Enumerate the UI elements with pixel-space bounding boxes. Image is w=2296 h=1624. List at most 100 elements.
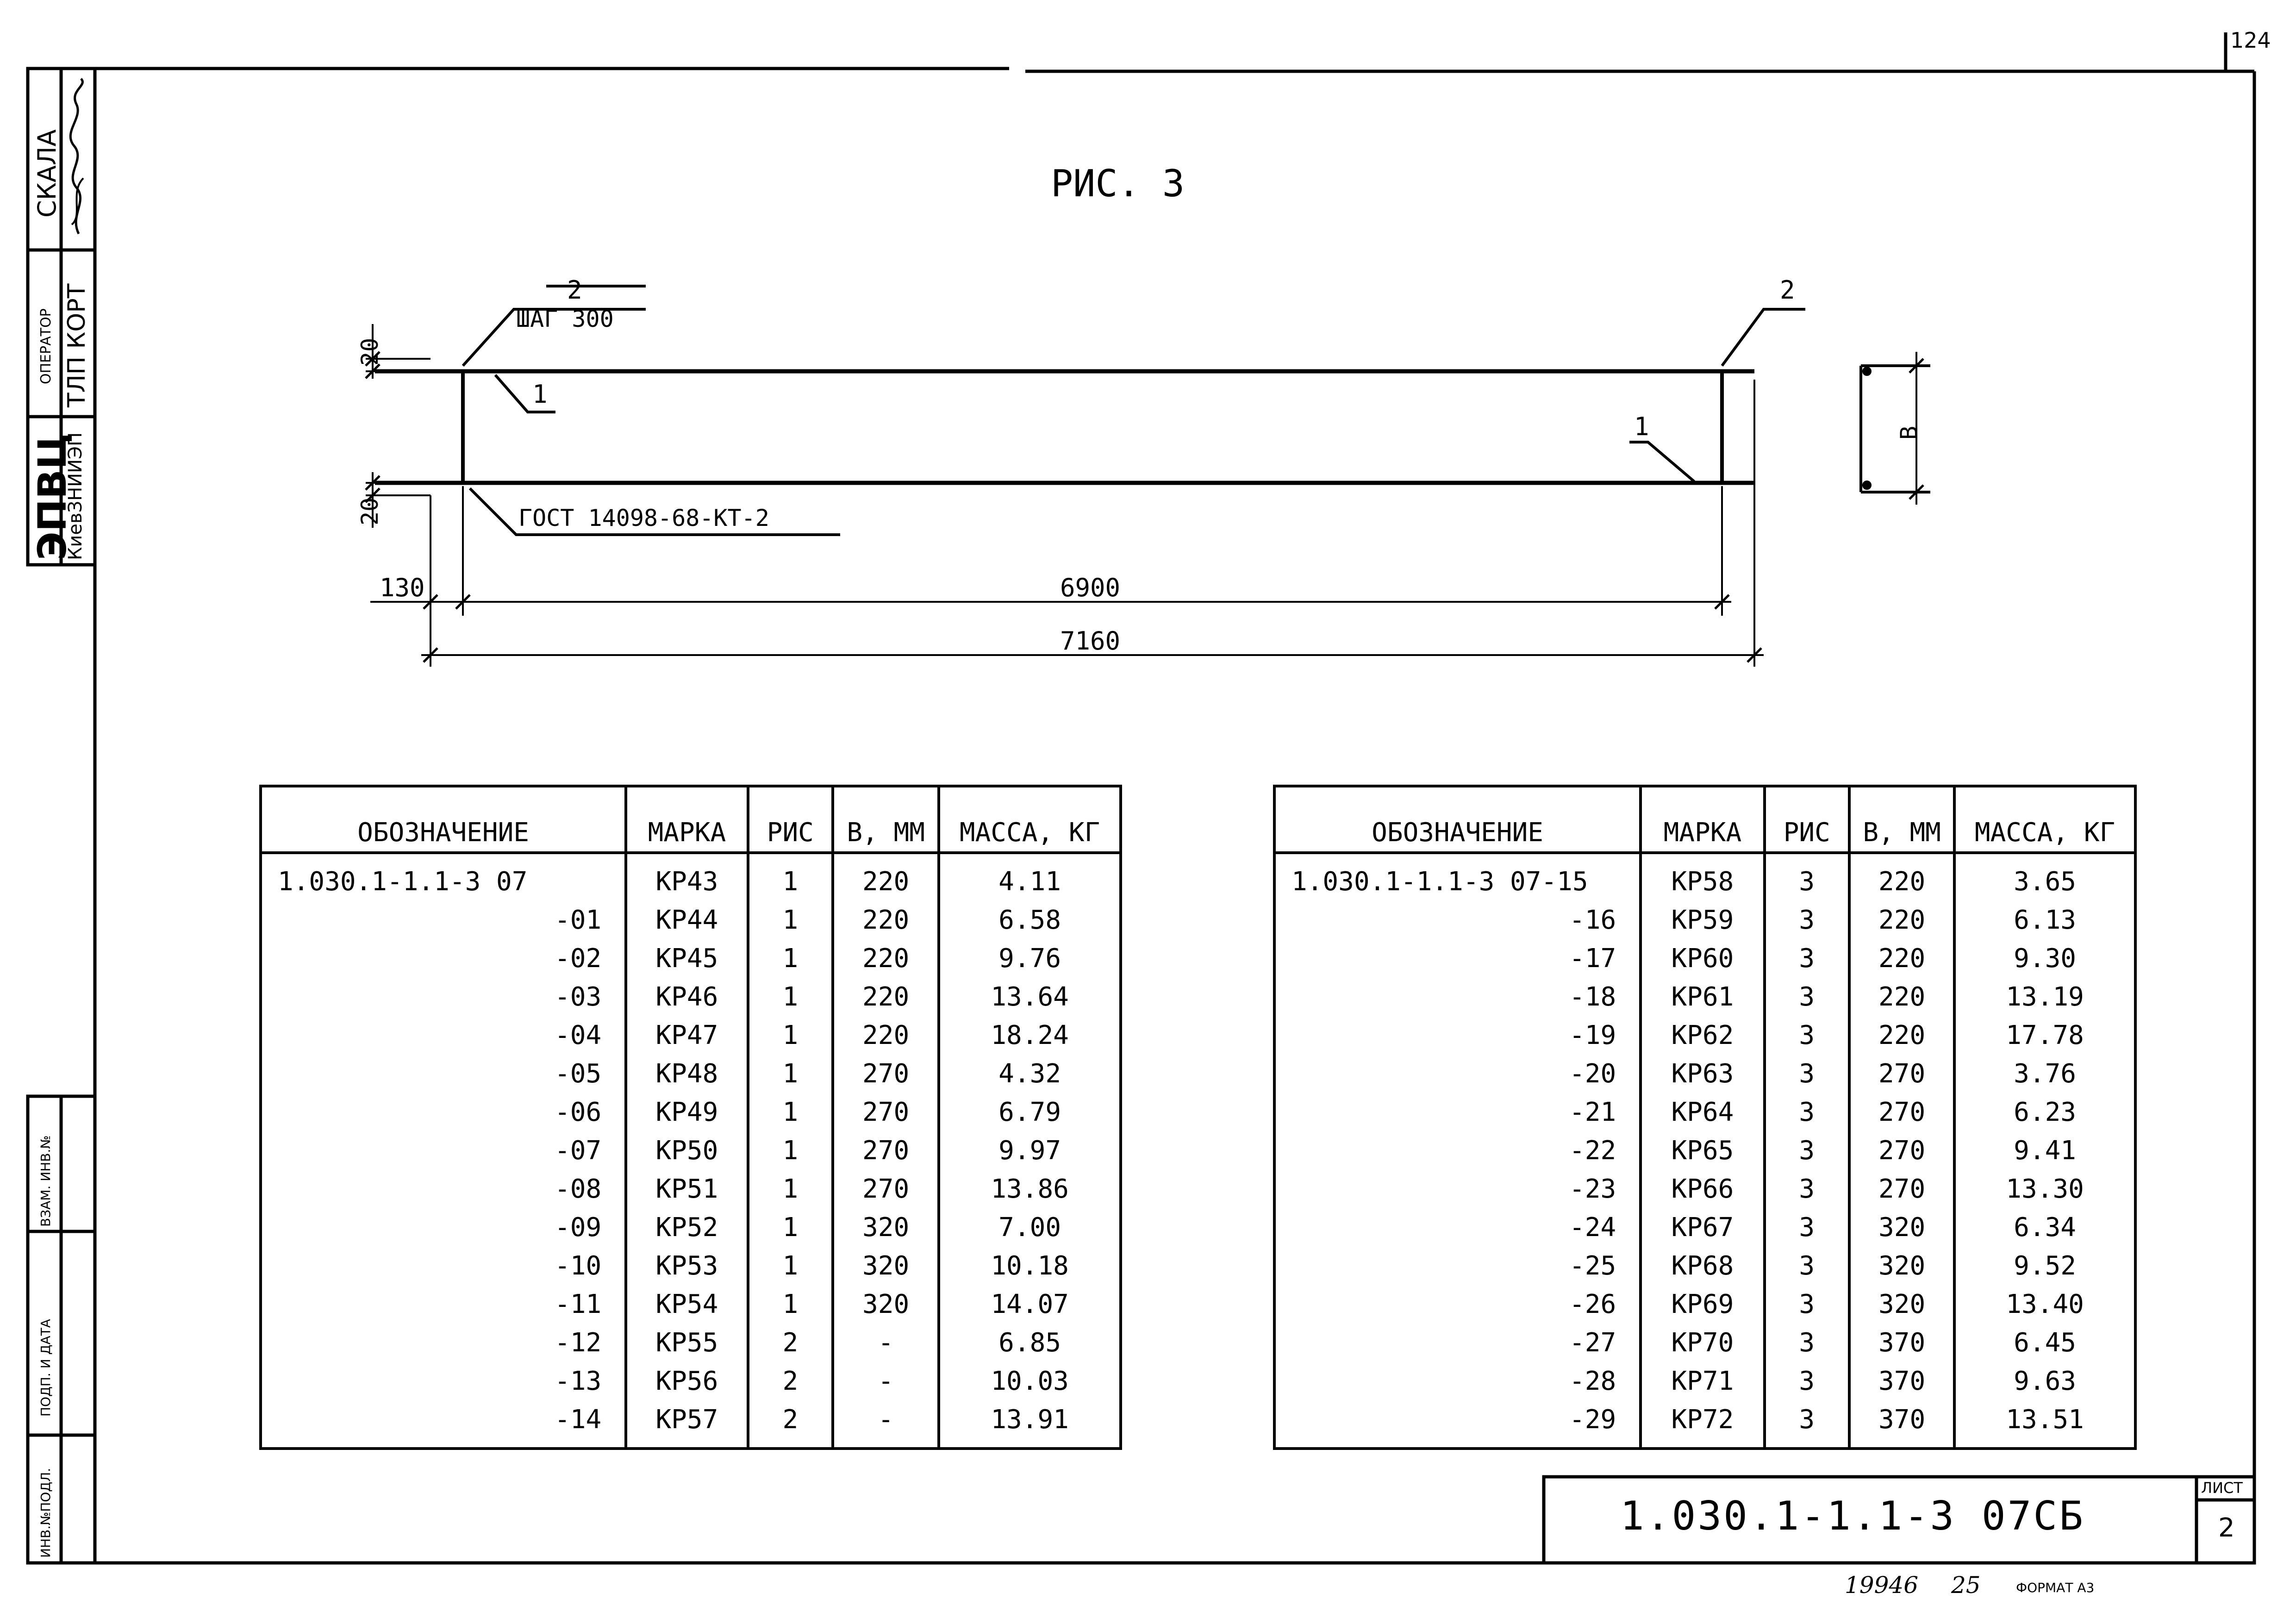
cell-designation: -21 [1273,1093,1642,1131]
cell-designation: -14 [259,1400,628,1449]
cell-width: 270 [831,1055,941,1093]
cell-figure: 1 [746,939,835,978]
cell-figure: 3 [1763,1170,1851,1208]
col-header-figure: РИС [1763,785,1851,854]
cell-mass: 3.76 [1953,1055,2137,1093]
cell-mark: КР68 [1639,1247,1766,1285]
step-label: ШАГ 300 [516,306,614,332]
cell-width: 270 [831,1170,941,1208]
cell-mass: 13.40 [1953,1285,2137,1324]
cell-designation: 1.030.1-1.1-3 07 [259,853,628,901]
cell-mass: 13.86 [937,1170,1122,1208]
cell-figure: 1 [746,1131,835,1170]
cell-figure: 2 [746,1324,835,1362]
cell-figure: 3 [1763,901,1851,939]
cell-figure: 3 [1763,1324,1851,1362]
cell-designation: -23 [1273,1170,1642,1208]
cell-designation: -19 [1273,1016,1642,1055]
cell-mass: 13.19 [1953,978,2137,1016]
cell-mark: КР55 [624,1324,749,1362]
callout-2-left: 2 [567,275,582,305]
cell-width: 320 [1848,1247,1956,1285]
gost-label: ГОСТ 14098-68-КТ-2 [518,505,769,531]
cell-designation: -25 [1273,1247,1642,1285]
col-header-width: В, ММ [1848,785,1956,854]
section-dim-label: В [1896,425,1922,440]
table-left: ОБОЗНАЧЕНИЕ МАРКА РИС В, ММ МАССА, КГ 1.… [259,785,1122,1450]
operator-label: ОПЕРАТОР [38,308,54,384]
cell-mark: КР53 [624,1247,749,1285]
cell-width: 320 [1848,1285,1956,1324]
col-header-designation: ОБОЗНАЧЕНИЕ [1273,785,1642,854]
cell-designation: -09 [259,1208,628,1247]
cell-figure: 3 [1763,978,1851,1016]
cell-mass: 6.45 [1953,1324,2137,1362]
cell-designation: -13 [259,1362,628,1400]
cell-mark: КР62 [1639,1016,1766,1055]
cell-mass: 14.07 [937,1285,1122,1324]
dim-bottom-offset: 20 [356,497,383,525]
cell-designation: -07 [259,1131,628,1170]
cell-designation: -20 [1273,1055,1642,1093]
cell-mass: 13.30 [1953,1170,2137,1208]
cell-width: - [831,1400,941,1449]
cell-mark: КР48 [624,1055,749,1093]
table-right: ОБОЗНАЧЕНИЕ МАРКА РИС В, ММ МАССА, КГ 1.… [1273,785,2137,1450]
cell-designation: -02 [259,939,628,978]
cell-width: 220 [831,853,941,901]
cell-mark: КР52 [624,1208,749,1247]
cell-mark: КР65 [1639,1131,1766,1170]
cell-designation: -08 [259,1170,628,1208]
cell-figure: 3 [1763,1208,1851,1247]
cell-mass: 9.52 [1953,1247,2137,1285]
cell-mark: КР54 [624,1285,749,1324]
cell-mass: 13.91 [937,1400,1122,1449]
cell-width: 270 [1848,1131,1956,1170]
cell-width: - [831,1324,941,1362]
cell-width: 220 [831,1016,941,1055]
sheet-label: ЛИСТ [2201,1479,2243,1497]
cell-designation: -12 [259,1324,628,1362]
dim-inner: 6900 [1060,573,1121,602]
cell-mark: КР67 [1639,1208,1766,1247]
cell-width: 220 [831,939,941,978]
callout-1-left: 1 [532,380,548,409]
cell-mass: 6.85 [937,1324,1122,1362]
title-block-frame [1542,1475,2256,1565]
cell-mark: КР60 [1639,939,1766,978]
inv-swap-label: ВЗАМ. ИНВ.№ [38,1135,53,1227]
cell-mass: 6.23 [1953,1093,2137,1131]
cell-designation: -03 [259,978,628,1016]
cell-figure: 1 [746,978,835,1016]
cell-figure: 1 [746,1285,835,1324]
cell-figure: 3 [1763,853,1851,901]
cell-mass: 6.13 [1953,901,2137,939]
cell-mass: 10.18 [937,1247,1122,1285]
cell-figure: 3 [1763,939,1851,978]
cell-mark: КР71 [1639,1362,1766,1400]
callout-2-right: 2 [1780,275,1795,305]
cell-designation: -11 [259,1285,628,1324]
cell-figure: 1 [746,1247,835,1285]
cell-mark: КР51 [624,1170,749,1208]
cell-mark: КР56 [624,1362,749,1400]
col-header-mass: МАССА, КГ [937,785,1122,854]
cell-mass: 9.41 [1953,1131,2137,1170]
cell-figure: 3 [1763,1131,1851,1170]
